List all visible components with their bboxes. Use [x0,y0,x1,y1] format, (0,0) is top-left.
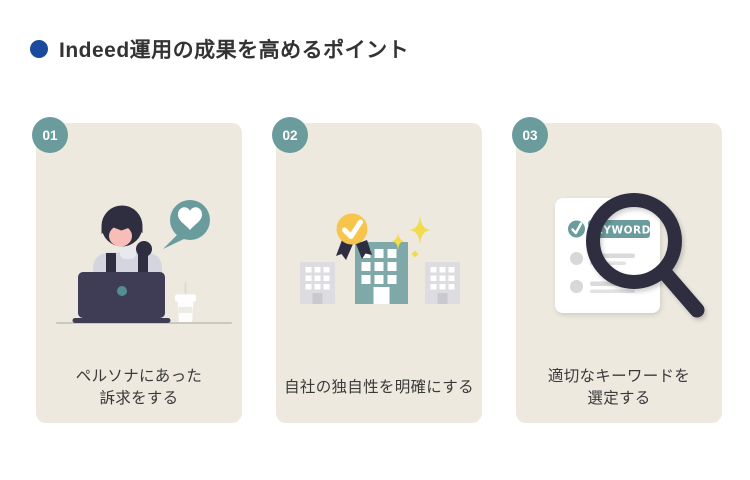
point-number-badge: 03 [512,117,548,153]
point-caption: ペルソナにあった 訴求をする [75,367,203,407]
sparkle-icons [390,213,432,258]
heart-bubble-icon [163,200,210,249]
magnifier-icon [586,193,705,318]
woman-at-laptop-illustration [36,123,242,423]
title-bullet-icon [30,40,48,58]
page-title: Indeed運用の成果を高めるポイント [59,39,410,62]
point-number-badge: 01 [32,117,68,153]
laptop-icon [72,272,171,323]
coffee-cup-icon [175,282,196,322]
keyword-label: KEYWORD [587,225,651,237]
keyword-row: KEYWORD [568,220,651,238]
points-row: 01 [32,117,722,423]
header: Indeed運用の成果を高めるポイント [30,36,409,62]
point-number-badge: 02 [272,117,308,153]
gray-building-right-icon [425,262,460,304]
checkmark-icon [568,220,585,238]
award-medal-icon [336,213,372,260]
point-card-2: 02 [272,117,482,423]
keyword-search-illustration: KEYWORD [516,123,722,423]
point-caption: 適切なキーワードを 選定する [547,367,691,407]
point-card-3: 03 [512,117,722,423]
point-caption: 自社の独自性を明確にする [284,378,474,396]
point-card-1: 01 [32,117,242,423]
buildings-award-illustration [276,123,482,423]
gray-building-left-icon [300,262,335,304]
